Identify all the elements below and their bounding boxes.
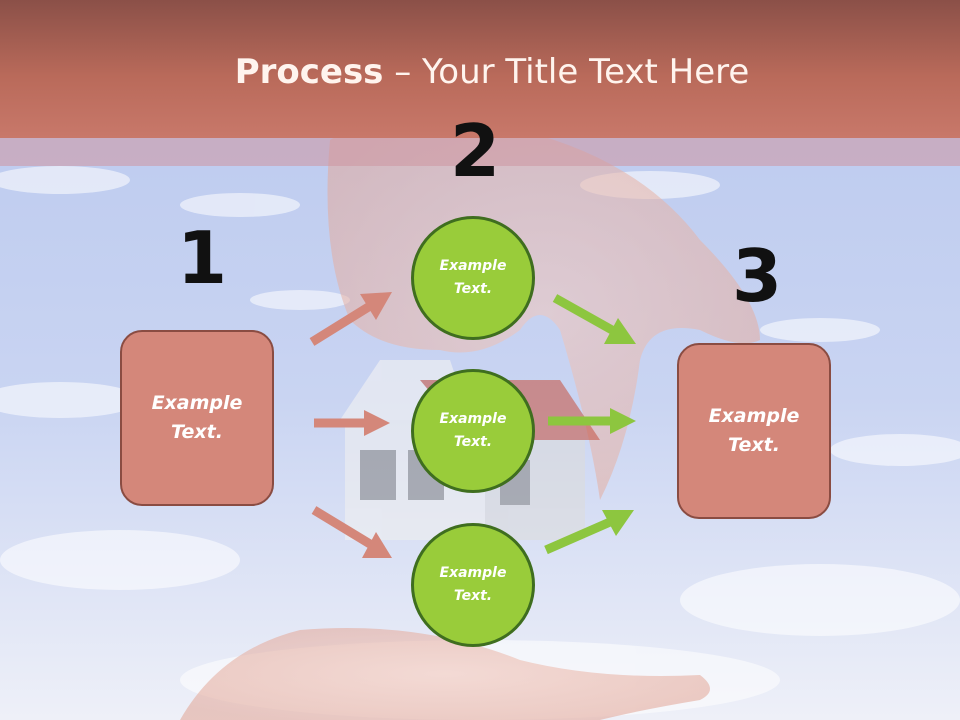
arrow-right-middle [548,408,636,434]
arrow-left-top [309,292,392,346]
step-3-text-line1: Example [708,405,800,427]
title-bar [0,0,960,138]
step-3-text-line2: Text. [728,434,780,456]
circle-top-line1: Example [439,258,507,274]
step-1-text-line2: Text. [171,421,223,443]
circle-bottom-line2: Text. [453,588,493,604]
slide-title: Process – Your Title Text Here [0,52,960,92]
arrow-left-middle [314,410,390,436]
circle-top-line2: Text. [453,281,493,297]
title-rest: – Your Title Text Here [383,52,750,92]
step-1-text-line1: Example [151,392,243,414]
title-bar-strip [0,138,960,166]
circle-bottom-line1: Example [439,565,507,581]
arrow-left-bottom [311,506,392,558]
step-number-1: 1 [177,216,228,300]
step-number-2: 2 [450,109,501,193]
arrow-right-top [552,294,636,344]
step-number-3: 3 [732,234,783,318]
arrow-right-bottom [544,510,634,555]
circle-middle-line2: Text. [453,434,493,450]
circle-middle-line1: Example [439,411,507,427]
title-bold: Process [234,52,384,92]
